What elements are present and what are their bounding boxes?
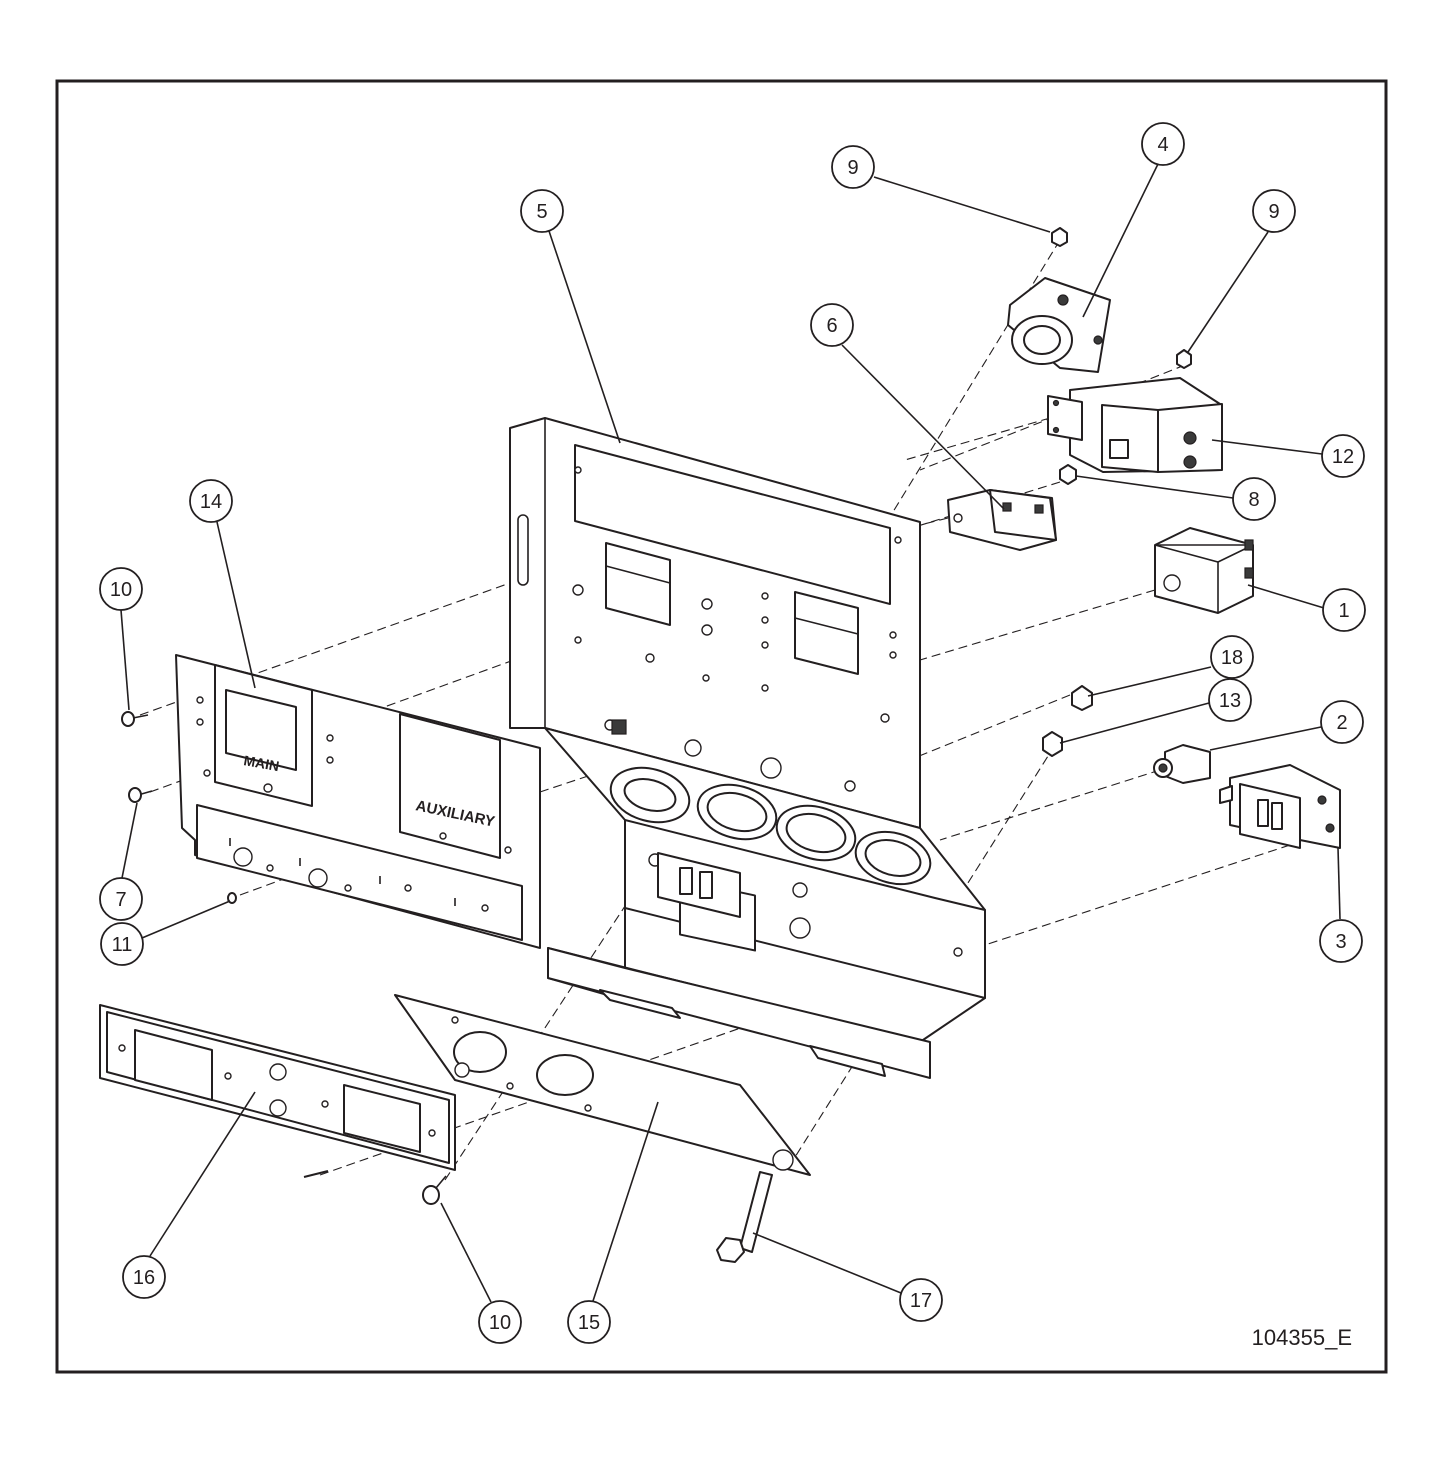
callout-5: 5 <box>520 189 564 233</box>
twist-lock-receptacle <box>1007 277 1111 373</box>
callout-17: 17 <box>899 1278 943 1322</box>
callout-14: 14 <box>189 479 233 523</box>
control-panel-decal: MAIN AUXILIARY <box>175 654 541 949</box>
drawing-number: 104355_E <box>1252 1325 1352 1350</box>
svg-text:11: 11 <box>112 934 133 956</box>
svg-text:18: 18 <box>1221 647 1243 669</box>
svg-text:15: 15 <box>578 1312 600 1334</box>
nut-9-right <box>1176 349 1192 369</box>
panel-holes <box>572 466 902 731</box>
svg-text:8: 8 <box>1248 489 1259 511</box>
nut-13 <box>1042 731 1063 757</box>
callout-16: 16 <box>122 1255 166 1299</box>
callout-9-right: 9 <box>1252 189 1296 233</box>
leader-lines <box>120 163 1341 1303</box>
callout-6: 6 <box>810 303 854 347</box>
callout-13: 13 <box>1208 678 1252 722</box>
svg-text:7: 7 <box>115 889 126 911</box>
callout-8: 8 <box>1232 477 1276 521</box>
circuit-breaker <box>1153 744 1211 784</box>
nut-9-upper <box>1051 227 1068 247</box>
screw-7 <box>128 787 153 803</box>
main-circuit-breaker <box>1047 377 1223 473</box>
relay <box>947 489 1057 551</box>
callout-7: 7 <box>99 877 143 921</box>
svg-text:9: 9 <box>1268 201 1279 223</box>
callout-15: 15 <box>567 1300 611 1344</box>
screw-11 <box>227 892 237 904</box>
svg-text:2: 2 <box>1336 712 1347 734</box>
callout-3: 3 <box>1319 919 1363 963</box>
screw-lower-left <box>303 1170 329 1178</box>
auxiliary-box <box>1154 527 1254 614</box>
nut-18 <box>1071 685 1093 711</box>
svg-text:3: 3 <box>1335 931 1346 953</box>
svg-text:9: 9 <box>847 157 858 179</box>
svg-text:10: 10 <box>489 1312 511 1334</box>
callout-9-upper: 9 <box>831 145 875 189</box>
svg-text:1: 1 <box>1338 600 1349 622</box>
screw-10-lower <box>422 1175 447 1205</box>
callout-10-lower: 10 <box>478 1300 522 1344</box>
receptacle-panel-gasket <box>394 994 811 1176</box>
callout-10-upper: 10 <box>99 567 143 611</box>
drawing-border <box>55 79 1388 1374</box>
callout-12: 12 <box>1321 434 1365 478</box>
svg-text:17: 17 <box>910 1290 932 1312</box>
svg-text:16: 16 <box>133 1267 155 1289</box>
svg-text:13: 13 <box>1219 690 1241 712</box>
callout-1: 1 <box>1322 588 1366 632</box>
callout-4: 4 <box>1141 122 1185 166</box>
callout-2: 2 <box>1320 700 1364 744</box>
lower-panel-decal <box>99 1004 456 1171</box>
svg-text:4: 4 <box>1157 134 1168 156</box>
screw-10-upper <box>121 711 149 727</box>
svg-text:10: 10 <box>110 579 132 601</box>
main-panel-label: MAIN <box>242 752 280 774</box>
svg-text:12: 12 <box>1332 446 1354 468</box>
callout-18: 18 <box>1210 635 1254 679</box>
gfci-receptacle <box>1219 764 1341 849</box>
bolt-17 <box>716 1171 773 1263</box>
callout-11: 11 <box>100 922 144 966</box>
svg-text:6: 6 <box>826 315 837 337</box>
svg-text:14: 14 <box>200 491 222 513</box>
nut-8 <box>1059 464 1077 485</box>
svg-text:5: 5 <box>536 201 547 223</box>
rear-mounting-panel <box>509 417 986 1079</box>
